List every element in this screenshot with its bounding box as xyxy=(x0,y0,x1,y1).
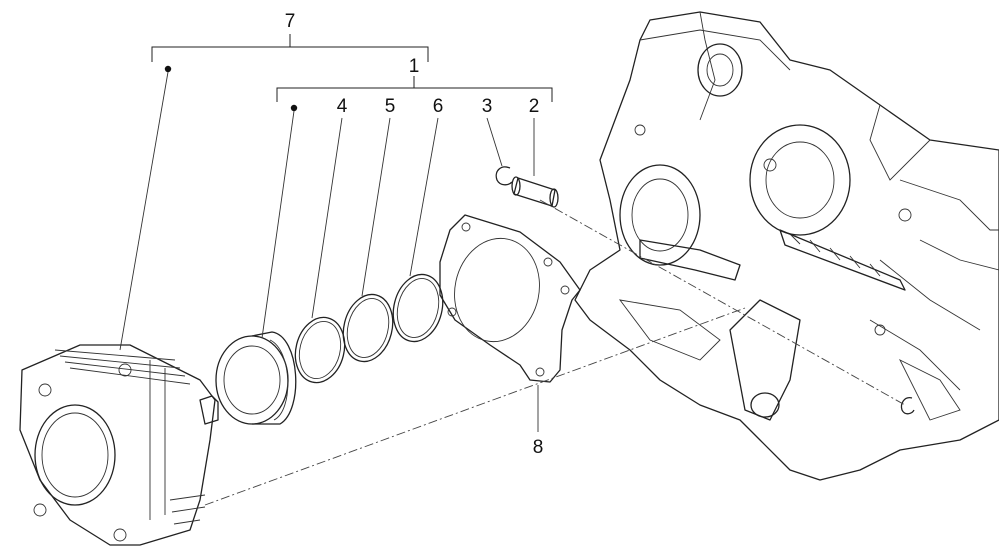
callout-brackets xyxy=(151,34,553,102)
piston-rings-illustration xyxy=(294,273,444,384)
callout-3: 3 xyxy=(482,96,493,117)
leader-dot-7 xyxy=(164,65,172,73)
leader-dot-1 xyxy=(290,104,298,112)
piston-illustration xyxy=(215,331,297,425)
callout-4: 4 xyxy=(337,96,348,117)
callout-2: 2 xyxy=(529,96,540,117)
callout-6: 6 xyxy=(433,96,444,117)
callout-5: 5 xyxy=(385,96,396,117)
base-gasket-illustration xyxy=(439,214,581,383)
leader-lines xyxy=(119,65,539,432)
cylinder-illustration xyxy=(19,344,219,546)
circlip-illustration xyxy=(495,166,915,415)
callout-1: 1 xyxy=(409,56,420,77)
assembly-axis-lines xyxy=(204,199,906,506)
piston-pin-illustration xyxy=(511,176,559,208)
callout-8: 8 xyxy=(533,437,544,458)
crankcase-illustration xyxy=(574,11,999,481)
callout-7: 7 xyxy=(285,11,296,32)
